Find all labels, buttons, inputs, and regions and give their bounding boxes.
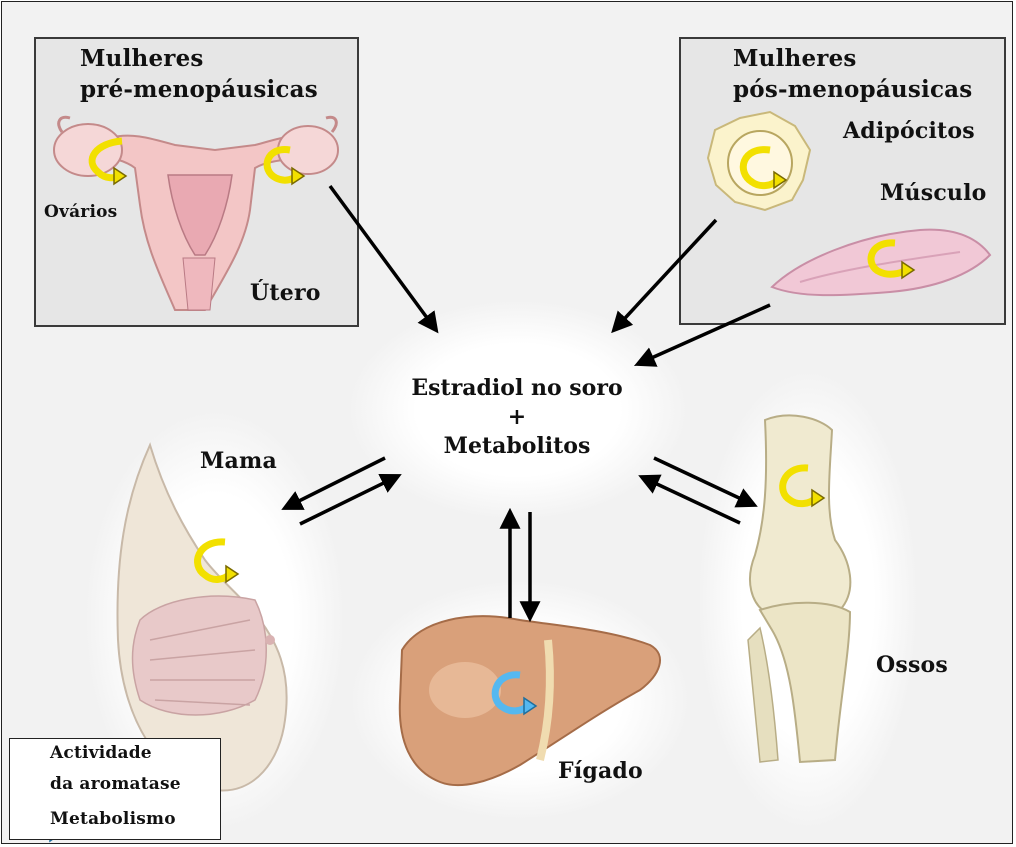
adipocyte-illustration <box>708 112 810 210</box>
serum-estradiol-label: Estradiol no soro <box>384 370 650 406</box>
muscle-illustration <box>772 230 990 296</box>
post-title-line1: Mulheres <box>733 45 857 72</box>
pre-title-line1: Mulheres <box>80 45 204 72</box>
liver-label: Fígado <box>558 758 643 784</box>
legend: Actividade da aromatase Metabolismo <box>9 738 221 840</box>
breast-label: Mama <box>200 448 277 474</box>
arrow-adipocytes-to-serum <box>614 220 716 330</box>
plus-sign: + <box>384 406 650 428</box>
uterus-label: Útero <box>250 280 321 306</box>
arrow-muscle-to-serum <box>638 305 770 364</box>
ovaries-label: Ovários <box>44 202 117 222</box>
metabolites-label: Metabolitos <box>384 428 650 464</box>
muscle-label: Músculo <box>880 180 987 206</box>
post-title-line2: pós-menopáusicas <box>733 76 972 103</box>
legend-metabolism: Metabolismo <box>50 809 176 829</box>
legend-aromatase-line2: da aromatase <box>50 774 181 794</box>
pre-title-line2: pré-menopáusicas <box>80 76 318 103</box>
serum-estradiol-node: Estradiol no soro + Metabolitos <box>384 370 650 464</box>
arrow-ovaries-to-serum <box>330 186 436 330</box>
legend-aromatase-line1: Actividade <box>50 743 152 763</box>
bones-label: Ossos <box>876 652 948 678</box>
adipocytes-label: Adipócitos <box>843 118 975 144</box>
